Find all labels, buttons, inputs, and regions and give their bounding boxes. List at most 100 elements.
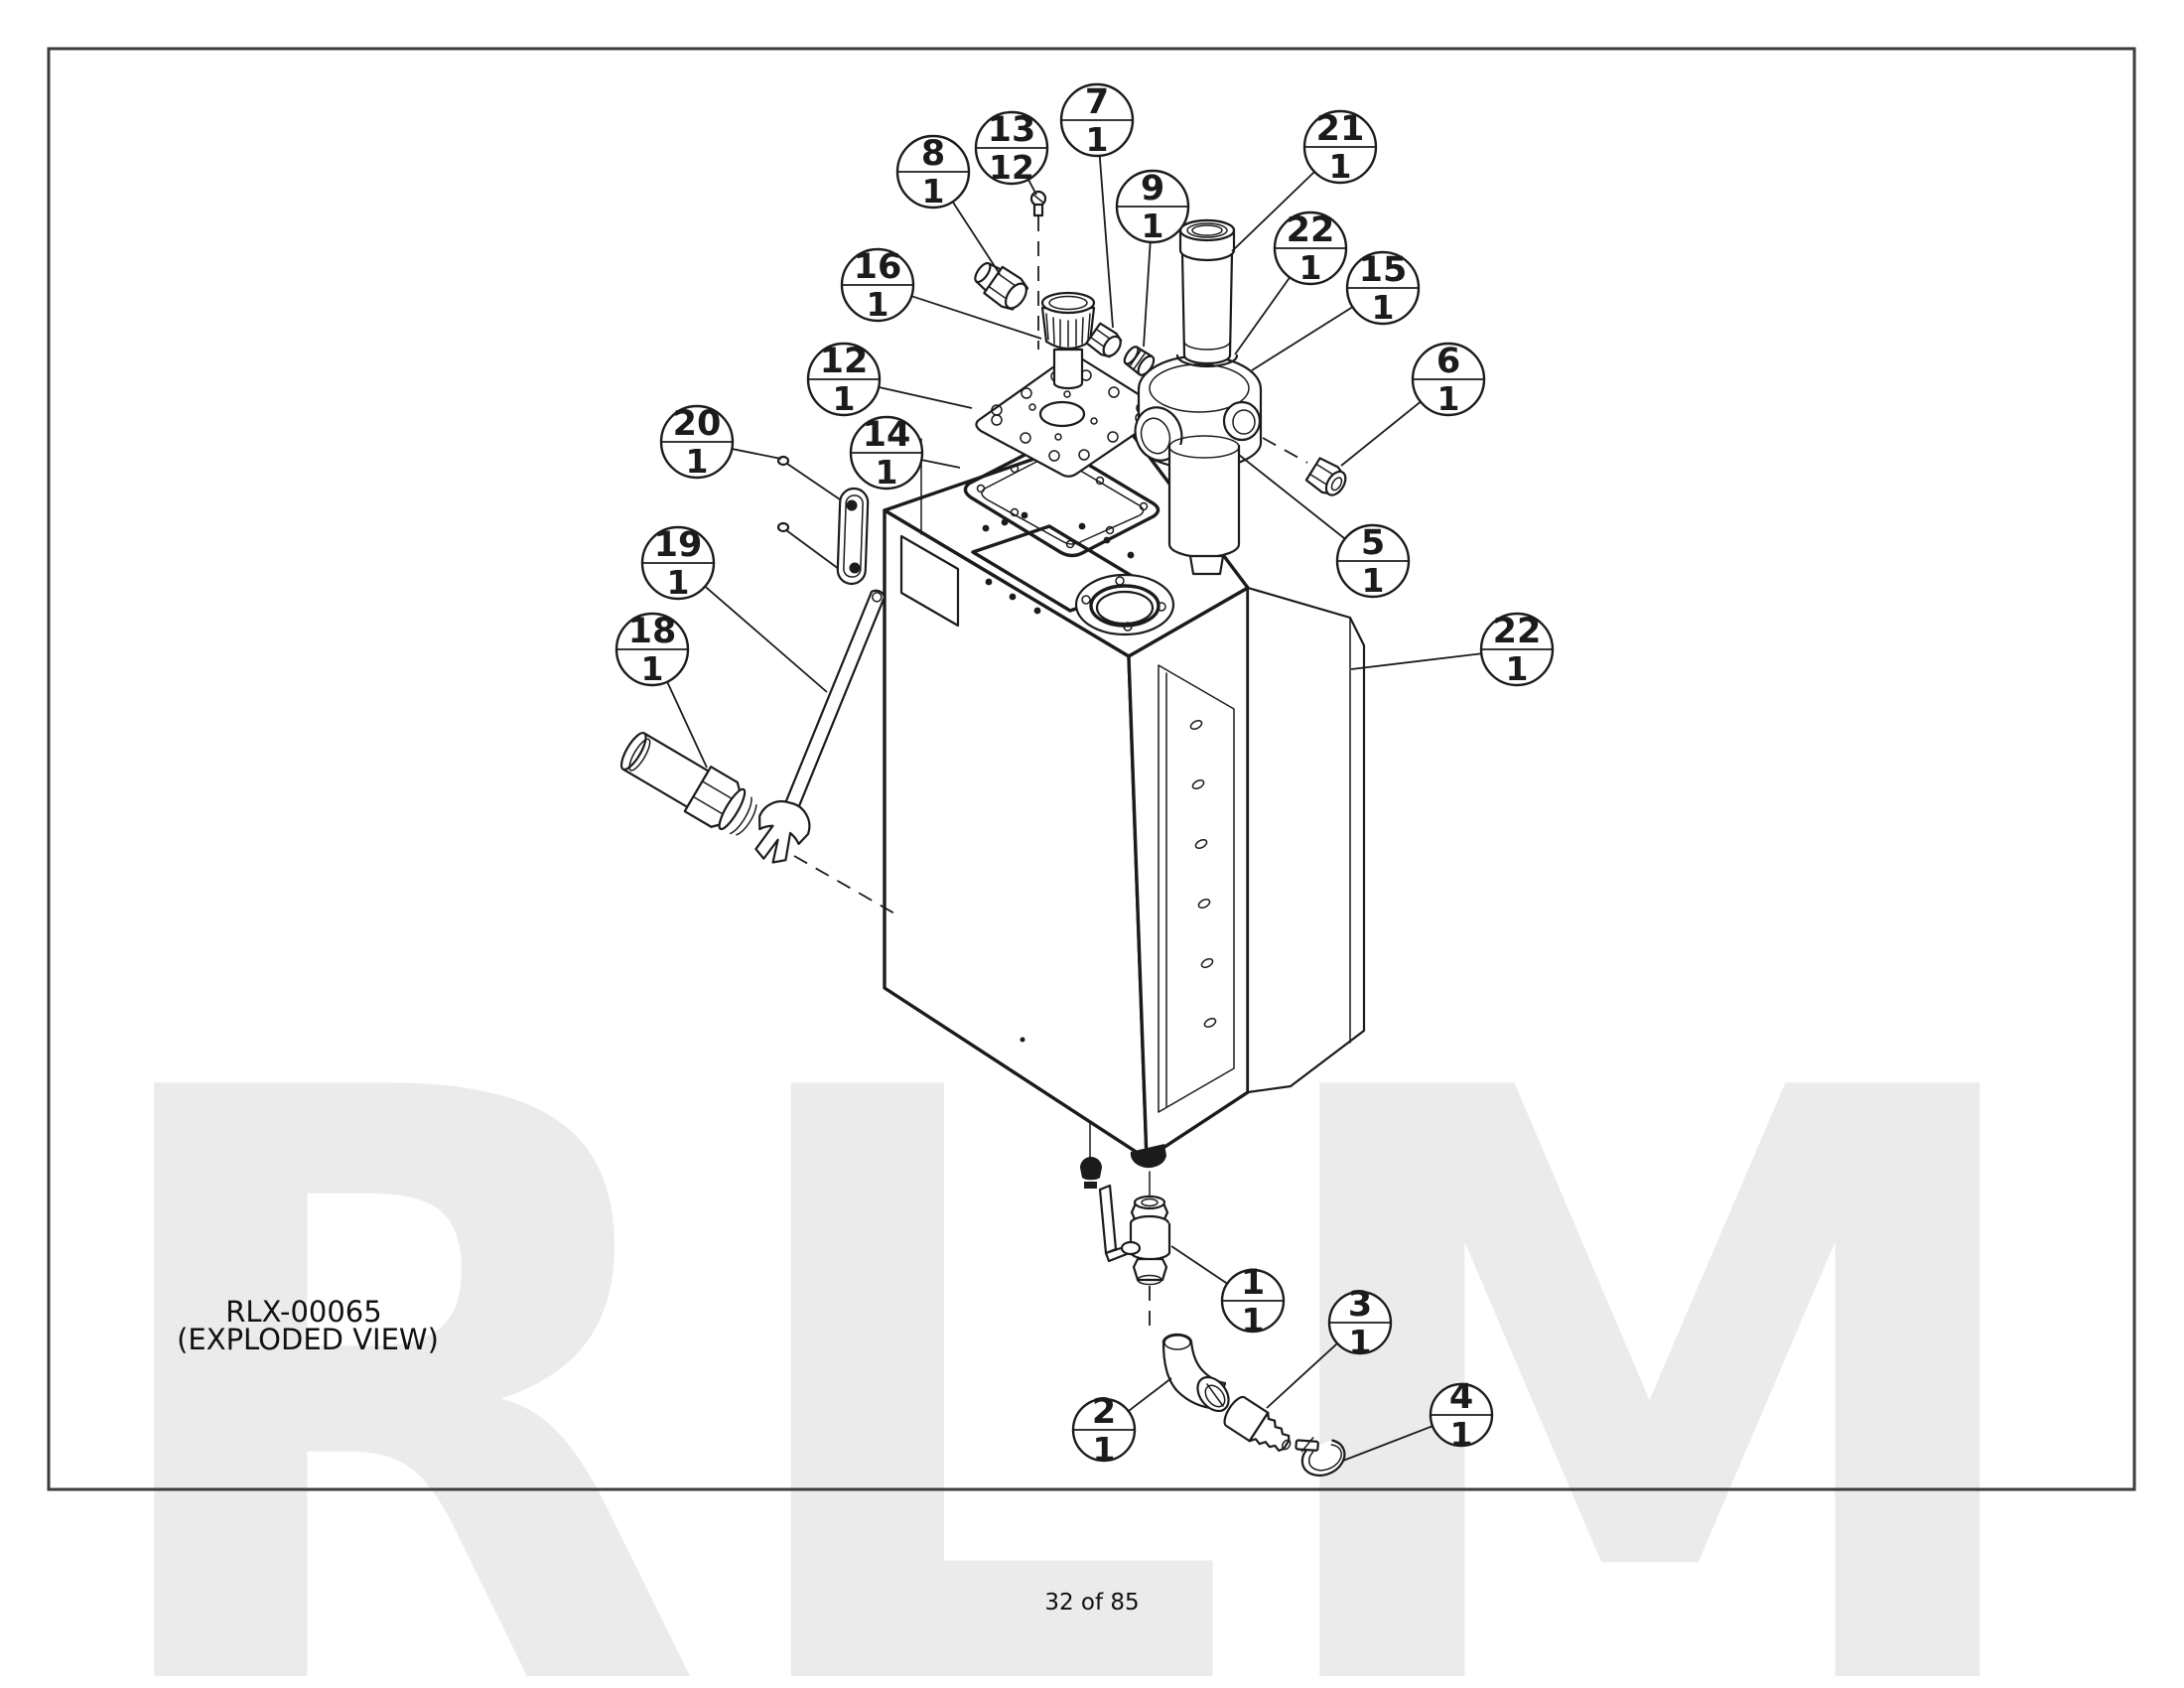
balloon-16-leader <box>910 295 1042 340</box>
balloon-19: 191 <box>640 525 828 693</box>
screw-13 <box>1029 190 1047 217</box>
balloon-22a-leader <box>1234 276 1291 355</box>
balloon-1-leader <box>1170 1245 1228 1285</box>
drawing-border <box>47 47 2136 1491</box>
balloon-2: 21 <box>1071 1377 1172 1469</box>
link-screw-bottom <box>776 521 790 533</box>
balloon-13-leader <box>1027 179 1037 196</box>
balloon-18-leader <box>666 681 708 769</box>
balloon-2-number: 2 <box>1092 1392 1116 1432</box>
balloon-12-number: 12 <box>820 342 869 381</box>
balloon-12: 121 <box>806 342 973 418</box>
balloon-22b-leader <box>1350 652 1482 670</box>
balloon-20-leader <box>732 448 782 460</box>
balloon-7-leader <box>1098 155 1114 329</box>
balloon-21: 211 <box>1231 109 1378 252</box>
balloon-1: 11 <box>1170 1245 1286 1339</box>
hex-plug-6 <box>1304 457 1347 496</box>
balloon-5-number: 5 <box>1361 523 1385 563</box>
wrench-19 <box>754 589 887 864</box>
balloon-20-number: 20 <box>673 404 722 444</box>
balloon-9-leader <box>1143 241 1152 348</box>
knurl-lines <box>1045 313 1091 348</box>
balloon-5-leader <box>1238 454 1346 540</box>
balloon-14-qty: 1 <box>876 453 898 492</box>
balloon-15-leader <box>1251 306 1354 371</box>
balloon-14-number: 14 <box>863 415 911 455</box>
filter-bowl-5 <box>1167 435 1241 576</box>
balloon-20: 201 <box>659 404 782 481</box>
exploded-drawing <box>619 190 1366 1477</box>
balloon-22a-number: 22 <box>1287 211 1335 250</box>
balloon-7-number: 7 <box>1085 82 1109 122</box>
page-number: 32 of 85 <box>1044 1590 1139 1616</box>
balloon-6-qty: 1 <box>1437 379 1460 418</box>
balloon-6-number: 6 <box>1436 342 1460 381</box>
balloon-22b-qty: 1 <box>1506 649 1529 688</box>
balloon-1-number: 1 <box>1241 1263 1265 1303</box>
balloon-5: 51 <box>1238 454 1411 600</box>
balloon-3-number: 3 <box>1348 1285 1372 1325</box>
balloon-8-qty: 1 <box>922 172 945 211</box>
balloon-7: 71 <box>1059 82 1135 329</box>
elbow-fitting-7 <box>1085 322 1123 358</box>
balloon-9: 91 <box>1115 169 1190 348</box>
balloon-5-qty: 1 <box>1362 561 1385 600</box>
hex-fitting-8 <box>974 261 1029 311</box>
tank-rear-flange <box>1246 586 1366 1094</box>
bowl-nub <box>1188 554 1225 576</box>
elbow-fitting-2 <box>1161 1333 1230 1413</box>
balloon-18: 181 <box>614 612 708 769</box>
drawing-title: RLX-00065 <box>225 1295 381 1329</box>
balloon-22b-number: 22 <box>1493 612 1542 651</box>
balloon-18-number: 18 <box>628 612 677 651</box>
filler-flange <box>1074 573 1175 636</box>
balloon-2-qty: 1 <box>1093 1430 1116 1469</box>
balloon-1-qty: 1 <box>1242 1301 1265 1339</box>
balloon-15: 151 <box>1251 250 1421 371</box>
construction-lines <box>793 216 1308 1335</box>
balloon-4-leader <box>1342 1425 1433 1462</box>
plug-9 <box>1123 346 1156 376</box>
balloon-4-number: 4 <box>1449 1377 1473 1417</box>
balloon-6: 61 <box>1340 342 1486 467</box>
tank-right-face <box>1127 586 1250 1161</box>
drain-plug <box>1080 1121 1102 1189</box>
balloon-13-number: 13 <box>988 110 1036 150</box>
balloon-9-number: 9 <box>1141 169 1164 209</box>
barb-fitting-3 <box>1223 1395 1292 1452</box>
balloon-3: 31 <box>1266 1285 1393 1409</box>
balloon-16: 161 <box>840 247 1042 340</box>
name-plate <box>899 534 960 628</box>
hose-coupler-18 <box>619 732 757 836</box>
balloon-22b: 221 <box>1350 612 1555 688</box>
link-plate-20 <box>776 455 870 586</box>
balloon-6-leader <box>1340 400 1422 467</box>
balloon-4-qty: 1 <box>1450 1415 1473 1454</box>
balloon-15-qty: 1 <box>1372 288 1395 327</box>
balloon-21-leader <box>1231 171 1315 252</box>
balloon-19-leader <box>704 585 828 693</box>
balloon-2-leader <box>1128 1377 1172 1412</box>
balloon-3-leader <box>1266 1342 1338 1409</box>
filter-assembly <box>1134 218 1263 576</box>
filter-head-15 <box>1134 354 1263 470</box>
balloon-21-number: 21 <box>1316 109 1365 149</box>
balloon-8: 81 <box>895 134 1001 275</box>
balloon-4: 41 <box>1342 1377 1494 1462</box>
balloon-9-qty: 1 <box>1142 207 1164 245</box>
front-face-mark <box>1020 1037 1025 1043</box>
balloon-16-qty: 1 <box>867 285 889 324</box>
balloon-8-leader <box>951 201 1001 275</box>
balloon-20-qty: 1 <box>686 442 709 481</box>
balloon-22a: 221 <box>1234 211 1348 355</box>
adapter-22 <box>1175 341 1239 368</box>
balloon-18-qty: 1 <box>641 649 664 688</box>
balloon-16-number: 16 <box>854 247 902 287</box>
balloon-12-qty: 1 <box>833 379 856 418</box>
balloon-14-leader <box>921 459 961 469</box>
